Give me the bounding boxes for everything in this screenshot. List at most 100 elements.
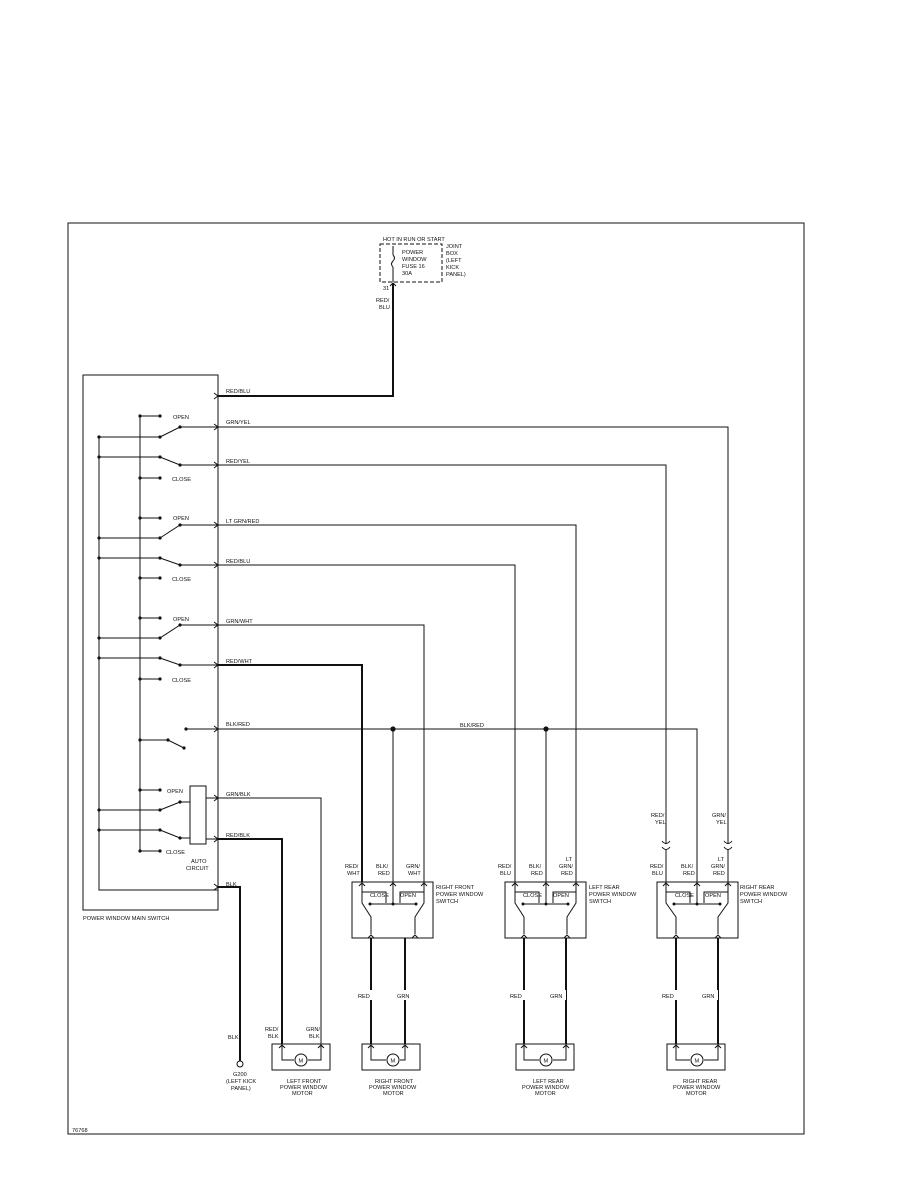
svg-text:GRN: GRN xyxy=(702,994,714,1000)
svg-text:LT: LT xyxy=(718,857,725,863)
close-contact-label: CLOSE xyxy=(166,850,185,856)
wire-label-red-wht: RED/WHT xyxy=(226,659,253,665)
svg-text:LEFT REAR: LEFT REAR xyxy=(589,885,620,891)
close-contact-label: CLOSE xyxy=(172,477,191,483)
svg-text:BLK/: BLK/ xyxy=(376,864,389,870)
rr-conn-label-1a: RED/ xyxy=(651,813,665,819)
svg-text:POWER WINDOW: POWER WINDOW xyxy=(369,1085,417,1091)
harness-wires xyxy=(218,426,733,1062)
svg-text:GRN: GRN xyxy=(550,994,562,1000)
auto-circuit-label-1: AUTO xyxy=(191,859,207,865)
joint-box-label-5: PANEL) xyxy=(446,272,466,278)
open-contact-label: OPEN xyxy=(173,415,189,421)
joint-box-label-1: JOINT xyxy=(446,244,463,250)
fuse-label-4: 30A xyxy=(402,271,412,277)
svg-text:RED/: RED/ xyxy=(345,864,359,870)
left-rear-motor: M LEFT REAR POWER WINDOW MOTOR xyxy=(515,1043,575,1097)
svg-text:RIGHT FRONT: RIGHT FRONT xyxy=(436,885,475,891)
supply-wire-label-2: BLU xyxy=(379,305,390,311)
svg-text:GRN/: GRN/ xyxy=(559,864,573,870)
wire-red-wht xyxy=(218,664,363,882)
joint-box-label-3: (LEFT xyxy=(446,258,462,264)
fuse-label-3: FUSE 16 xyxy=(402,264,425,270)
right-rear-motor: M RIGHT REAR POWER WINDOW MOTOR xyxy=(666,1043,726,1097)
wire-label-grn-blk: GRN/BLK xyxy=(226,792,251,798)
rr-conn-label-1b: YEL xyxy=(655,820,666,826)
supply-wire xyxy=(218,283,394,397)
svg-text:WHT: WHT xyxy=(347,871,360,877)
wire-red-yel xyxy=(218,464,667,844)
wire-blk-red xyxy=(218,728,698,882)
motor-wires: RED GRN RED GRN RED GRN xyxy=(356,938,719,1044)
right-front-switch: RED/ WHT BLK/ RED GRN/ WHT CLOSE OPEN RI… xyxy=(345,864,484,939)
fuse-symbol xyxy=(391,246,395,282)
ground-location-2: PANEL) xyxy=(231,1086,251,1092)
close-contact-label: CLOSE xyxy=(172,577,191,583)
svg-text:POWER WINDOW: POWER WINDOW xyxy=(740,892,788,898)
left-front-motor: RED/ BLK GRN/ BLK M LEFT FRONT POWER WIN… xyxy=(265,1027,331,1097)
supply-wire-label-1: RED/ xyxy=(376,298,390,304)
svg-text:SWITCH: SWITCH xyxy=(740,899,762,905)
main-switch-wire-labels: RED/BLU GRN/YEL RED/YEL LT GRN/RED RED/B… xyxy=(226,389,484,888)
svg-text:RIGHT FRONT: RIGHT FRONT xyxy=(375,1079,414,1085)
lf-motor-wire-2a: GRN/ xyxy=(306,1027,320,1033)
svg-text:RED: RED xyxy=(561,871,573,877)
lf-motor-m: M xyxy=(299,1059,304,1065)
svg-text:LEFT REAR: LEFT REAR xyxy=(533,1079,564,1085)
svg-text:GRN/: GRN/ xyxy=(711,864,725,870)
svg-text:BLU: BLU xyxy=(500,871,511,877)
svg-text:OPEN: OPEN xyxy=(705,893,721,899)
svg-text:SWITCH: SWITCH xyxy=(589,899,611,905)
svg-text:RED/: RED/ xyxy=(650,864,664,870)
wire-grn-wht xyxy=(218,624,425,882)
wire-lt-grn-red xyxy=(218,524,577,882)
main-switch-bus-left xyxy=(98,437,218,891)
svg-text:M: M xyxy=(391,1059,396,1065)
wire-red-blu xyxy=(218,564,516,882)
ground-symbol xyxy=(236,1060,244,1068)
auto-circuit-box xyxy=(189,785,207,845)
wire-label-red-yel: RED/YEL xyxy=(226,459,250,465)
wire-label-red-blk: RED/BLK xyxy=(226,833,250,839)
open-contact-label: OPEN xyxy=(173,617,189,623)
wire-label-blk: BLK xyxy=(226,882,237,888)
wire-grn-blk xyxy=(218,797,322,1044)
svg-text:MOTOR: MOTOR xyxy=(383,1091,404,1097)
lf-motor-wire-1b: BLK xyxy=(268,1034,279,1040)
connector-arrows xyxy=(213,392,219,891)
svg-text:OPEN: OPEN xyxy=(400,893,416,899)
svg-text:RED: RED xyxy=(662,994,674,1000)
rr-conn-label-2a: GRN/ xyxy=(712,813,726,819)
svg-text:RED: RED xyxy=(683,871,695,877)
splice-wire-label: BLK/RED xyxy=(460,723,484,729)
wire-label-lt-grn-red: LT GRN/RED xyxy=(226,519,259,525)
fuse-label-1: POWER xyxy=(402,250,423,256)
left-rear-switch: RED/ BLU BLK/ RED LT GRN/ RED CLOSE OPEN… xyxy=(498,857,637,939)
svg-text:BLU: BLU xyxy=(652,871,663,877)
fuse-label-2: WINDOW xyxy=(402,257,427,263)
open-contact-label: OPEN xyxy=(167,789,183,795)
svg-text:SWITCH: SWITCH xyxy=(436,899,458,905)
fuse-pin-label: 31 xyxy=(383,286,389,292)
joint-box-label-2: BOX xyxy=(446,251,458,257)
wire-label-red-blu: RED/BLU xyxy=(226,559,250,565)
wire-label-grn-yel: GRN/YEL xyxy=(226,420,251,426)
wire-label-blk-red: BLK/RED xyxy=(226,722,250,728)
svg-text:CLOSE: CLOSE xyxy=(675,893,694,899)
ground-g200: BLK G200 (LEFT KICK PANEL) xyxy=(226,1035,256,1092)
inline-connector-red-yel xyxy=(661,840,671,850)
lf-motor-wire-2b: BLK xyxy=(309,1034,320,1040)
switch-group-rf: OPEN CLOSE xyxy=(97,616,218,684)
figure-id: 76768 xyxy=(72,1128,88,1134)
svg-text:BLK/: BLK/ xyxy=(681,864,694,870)
svg-text:POWER WINDOW: POWER WINDOW xyxy=(436,892,484,898)
svg-text:RIGHT REAR: RIGHT REAR xyxy=(683,1079,717,1085)
lf-motor-name-1: LEFT FRONT xyxy=(287,1079,322,1085)
switch-group-lock xyxy=(138,727,218,750)
wire-label-red-blu-supply: RED/BLU xyxy=(226,389,250,395)
svg-text:RED: RED xyxy=(358,994,370,1000)
svg-text:WHT: WHT xyxy=(408,871,421,877)
inline-connector-grn-yel xyxy=(723,840,733,850)
switch-group-rr: OPEN CLOSE xyxy=(97,414,218,483)
